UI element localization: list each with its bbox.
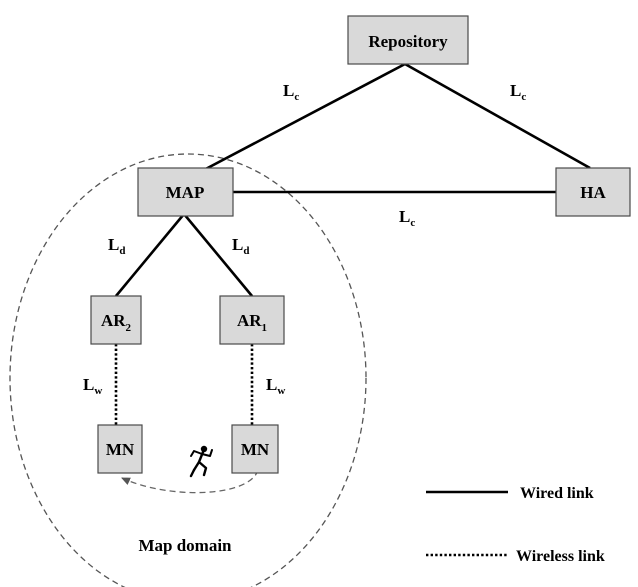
label-map-ar1: Ld: [232, 235, 249, 257]
link-repository-ha: [404, 62, 591, 170]
running-person-icon: [189, 445, 213, 478]
node-mn-left-label: MN: [106, 440, 135, 459]
label-repo-map: Lc: [283, 81, 299, 103]
node-repository: Repository: [347, 15, 469, 65]
link-map-ar1: [182, 213, 254, 297]
node-map: MAP: [137, 167, 234, 217]
label-ar1-mn: Lw: [266, 375, 285, 397]
node-ha: HA: [555, 167, 631, 217]
map-domain-boundary: [9, 153, 367, 587]
label-repo-ha: Lc: [510, 81, 526, 103]
node-ar2: AR2: [90, 295, 142, 345]
node-mn-right-label: MN: [241, 440, 270, 459]
node-ar1-label: AR1: [237, 311, 267, 334]
link-repository-map: [199, 62, 406, 174]
legend-wireless-label: Wireless link: [516, 548, 605, 565]
node-mn-left: MN: [97, 424, 143, 474]
node-map-label: MAP: [166, 183, 205, 202]
map-domain-label: Map domain: [138, 536, 232, 555]
legend: Wired link Wireless link: [426, 485, 605, 565]
link-map-ar2: [114, 213, 186, 297]
node-ar1: AR1: [219, 295, 285, 345]
label-map-ha: Lc: [399, 207, 415, 229]
node-repository-label: Repository: [368, 32, 448, 51]
movement-path: [121, 469, 259, 494]
legend-wired-label: Wired link: [520, 485, 594, 502]
label-ar2-mn: Lw: [83, 375, 102, 397]
node-mn-right: MN: [231, 424, 279, 474]
node-ar2-label: AR2: [101, 311, 132, 334]
node-ha-label: HA: [580, 183, 606, 202]
label-map-ar2: Ld: [108, 235, 125, 257]
